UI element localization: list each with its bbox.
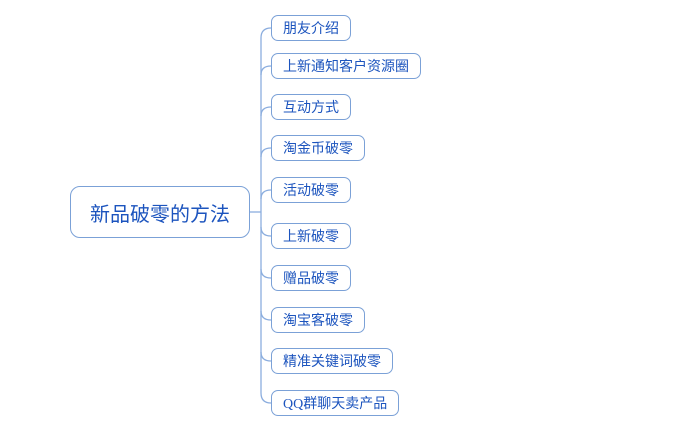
branch-node-new-arrival[interactable]: 上新破零 — [271, 223, 351, 249]
branch-connector — [260, 226, 272, 237]
branch-node-gift[interactable]: 赠品破零 — [271, 265, 351, 291]
branch-connector — [260, 268, 272, 279]
branch-connector — [260, 189, 272, 200]
branch-node-precise-keyword[interactable]: 精准关键词破零 — [271, 348, 393, 374]
spine-connector — [260, 27, 272, 404]
root-node[interactable]: 新品破零的方法 — [70, 186, 250, 238]
branch-connector — [260, 310, 272, 321]
branch-node-gold-coin[interactable]: 淘金币破零 — [271, 135, 365, 161]
branch-connector — [260, 65, 272, 76]
branch-connector — [260, 351, 272, 362]
branch-node-activity[interactable]: 活动破零 — [271, 177, 351, 203]
branch-connector — [260, 106, 272, 117]
branch-node-interaction[interactable]: 互动方式 — [271, 94, 351, 120]
branch-node-friend-intro[interactable]: 朋友介绍 — [271, 15, 351, 41]
branch-node-notify-customers[interactable]: 上新通知客户资源圈 — [271, 53, 421, 79]
branch-node-qq-group[interactable]: QQ群聊天卖产品 — [271, 390, 400, 416]
branch-connector — [260, 147, 272, 158]
branch-node-taobao-affiliate[interactable]: 淘宝客破零 — [271, 307, 365, 333]
